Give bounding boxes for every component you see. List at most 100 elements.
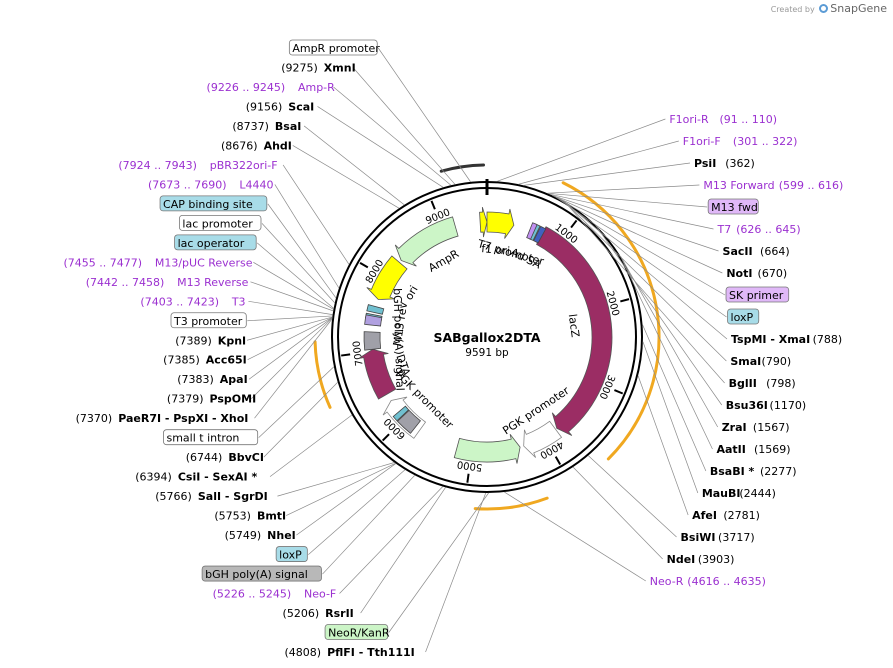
bgh-poly-a-signal-box [363,331,382,351]
leader-csii-sexai [269,414,353,477]
label-name-m13-forward: M13 Forward [703,179,774,192]
leader-apai [248,317,333,380]
leader-f1ori-r [497,118,666,182]
label-name-bsai: BsaI [275,120,301,133]
label-name-neor-kanr: NeoR/KanR [328,627,390,640]
label-name-neo-r: Neo-R [650,575,684,588]
label-coord-nhei: (5749) [225,529,262,542]
label-name-kpni: KpnI [218,334,246,347]
m13-rev-box [364,314,383,327]
leader-t3 [248,300,333,315]
label-leaders [246,47,728,653]
label-coord-m13-reverse: (7442 .. 7458) [86,276,165,289]
label-scai: (9156) ScaI [246,100,315,113]
label-m13-fwd: M13 fwd [707,198,759,215]
label-coord-acc65i: (7385) [163,354,200,367]
label-sali-sgrdi: (5766)SalI - SgrDI [155,490,267,503]
label-amp-r: (9226 .. 9245)Amp-R [207,81,336,94]
label-coord-maubi: (2444) [739,487,776,500]
label-coord-ahdi: (8676) [221,139,258,152]
leader-sk-primer [553,195,726,296]
leader-pspomi [251,317,333,399]
label-coord-pspomi: (7379) [167,393,204,406]
label-name-sali-sgrdi: SalI - SgrDI [198,490,268,503]
label-name-noti: NotI [726,267,752,280]
feature-arrows [358,206,613,464]
leader-cap-binding-site [267,203,337,299]
leader-bgh-poly-a-signal [322,475,416,575]
label-csii-sexai: (6394) CsiI - SexAI * [135,471,257,484]
inner-label-f1-ori: f1 ori [481,242,511,258]
label-coord-bglii: (798) [766,377,796,390]
label-name-loxp: loxP [731,311,754,324]
label-name-bsabi: BsaBI * [710,465,755,478]
leader-sali-sgrdi [277,462,395,497]
inner-label-bgh-poly-a-signal: bGH poly(A) signal [391,288,407,391]
leader-psii [523,162,691,186]
tick-mark-9000 [430,200,436,210]
label-coord-xmni: (9275) [281,61,318,74]
tick-mark-5000 [466,473,470,483]
label-neor-kanr: NeoR/KanR [324,624,390,640]
label-name-pbr322ori-f: pBR322ori-F [210,159,278,172]
neor-outer-arc [473,496,549,511]
leader-loxp [555,196,727,318]
label-nhei: (5749)NheI [225,529,296,542]
leader-lac-promoter [261,223,336,304]
leader-bglii [564,201,725,384]
label-name-apai: ApaI [220,373,248,386]
leader-aatii [620,256,713,450]
label-smai: (790)SmaI [730,355,791,368]
label-maubi: (2444)MauBI [702,487,776,500]
leader-bmti [286,462,396,516]
label-coord-pflfi-tth111i: (4808) [284,646,321,659]
leader-f1ori-f [518,140,679,185]
leader-lac-operator [256,242,334,309]
label-f1ori-f: (301 .. 322)F1ori-F [683,135,798,148]
leader-m13-puc-reverse [253,262,334,310]
leader-rsrii [360,487,446,614]
dta-outer-arc [313,340,332,409]
label-name-rsrii: RsrII [325,607,354,620]
inner-label-ampr: AmpR [426,247,461,275]
ori-arrow [366,255,408,300]
neor-kanr-arrow [453,434,521,464]
label-name-scai: ScaI [288,100,314,113]
label-coord-scai: (9156) [246,100,283,113]
credit-text: Created by [770,5,815,14]
leader-tspmi-xmai [563,201,728,340]
label-coord-t3: (7403 .. 7423) [140,295,219,308]
label-box-sk-primer [725,286,790,303]
label-name-amp-r: Amp-R [298,81,335,94]
tick-mark-1000 [570,219,578,229]
label-name-bgh-poly-a-signal: bGH poly(A) signal [205,568,308,581]
label-ndei: (3903)NdeI [667,553,735,566]
label-name-small-t-intron: small t intron [166,432,239,445]
ampr-arrow [394,216,459,267]
leader-afei [637,375,689,516]
label-aatii: (1569)AatII [716,443,790,456]
label-name-pspomi: PspOMI [210,393,257,406]
label-name-ahdi: AhdI [264,139,292,152]
label-bsiwi: (3717)BsiWI [681,531,755,544]
label-pbr322ori-f: (7924 .. 7943)pBR322ori-F [118,159,277,172]
label-cap-binding-site: CAP binding site [159,195,268,212]
leader-m13-reverse [250,281,334,312]
label-acc65i: (7385)Acc65I [163,354,247,367]
outer-arcs [313,163,661,511]
leader-neor-kanr [388,492,489,633]
label-apai: (7383)ApaI [177,373,248,386]
label-coord-bsu36i: (1170) [770,399,807,412]
label-coord-sacii: (664) [760,245,790,258]
label-name-csii-sexai: CsiI - SexAI * [178,471,258,484]
leader-l4440 [274,184,340,289]
label-pspomi: (7379) PspOMI [167,393,256,406]
leader-bsiwi [588,455,677,538]
label-coord-csii-sexai: (6394) [135,471,172,484]
label-neo-r: (4616 .. 4635)Neo-R [650,575,766,588]
label-kpni: (7389)KpnI [175,334,246,347]
snapgene-logo-icon [819,4,829,13]
leader-ahdi [292,145,400,209]
label-coord-m13-puc-reverse: (7455 .. 7477) [63,256,142,269]
cap-site-box [366,304,385,315]
